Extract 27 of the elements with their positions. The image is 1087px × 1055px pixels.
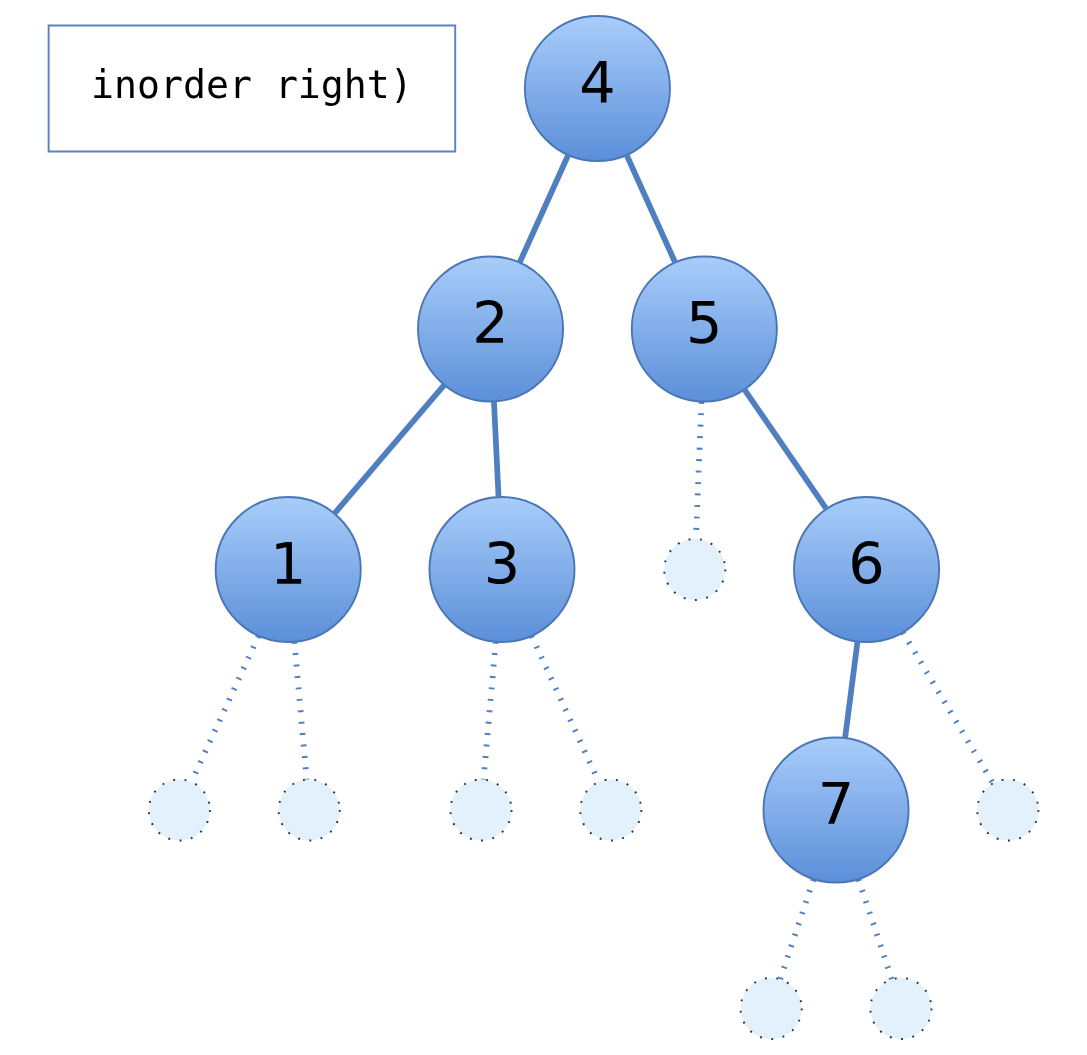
connector xyxy=(900,630,996,785)
connector xyxy=(332,383,447,516)
node-circle: 7 xyxy=(762,736,910,884)
connector xyxy=(491,401,502,497)
node-circle xyxy=(869,977,933,1041)
node-circle: 6 xyxy=(793,496,941,643)
node-circle: 2 xyxy=(417,255,565,403)
connector xyxy=(517,153,571,264)
connector xyxy=(842,641,861,738)
node-circle xyxy=(147,778,211,842)
connector xyxy=(777,878,817,981)
connector xyxy=(624,153,678,264)
node-box: inorder right) xyxy=(47,24,457,153)
connector xyxy=(742,388,829,510)
connector xyxy=(480,641,499,780)
node-circle xyxy=(976,778,1040,842)
connector xyxy=(291,641,310,780)
node-circle xyxy=(277,778,341,842)
node-circle: 1 xyxy=(214,496,362,643)
node-circle: 5 xyxy=(630,255,778,403)
node-circle: 4 xyxy=(523,14,671,162)
node-circle xyxy=(449,778,513,842)
node-circle xyxy=(579,778,643,842)
node-circle xyxy=(663,538,727,601)
connector xyxy=(855,878,895,981)
node-circle: 3 xyxy=(428,496,576,643)
node-circle xyxy=(739,977,803,1041)
